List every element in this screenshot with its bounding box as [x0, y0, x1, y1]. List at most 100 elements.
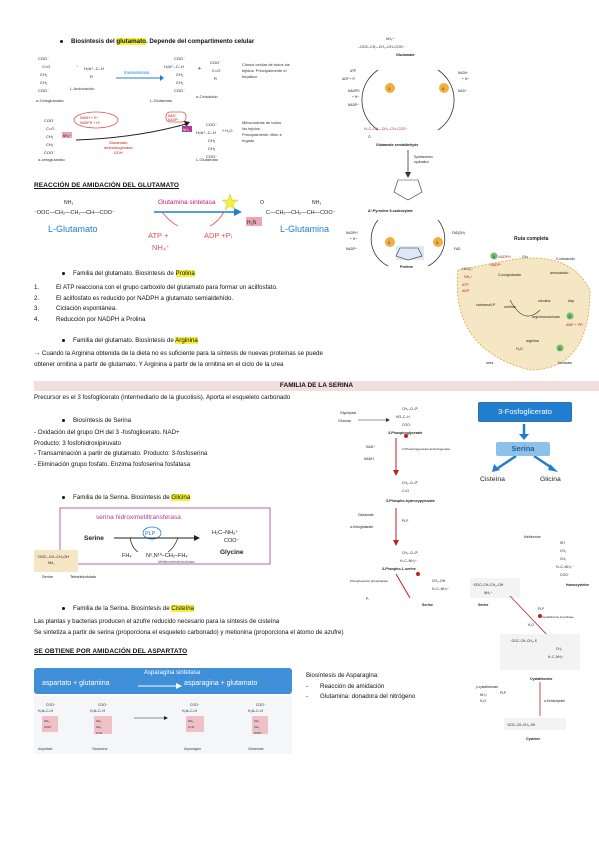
serina-intro: Precursor es el 3 fosfoglicerato (interm…: [34, 394, 291, 401]
svg-text:transaminasa: transaminasa: [124, 70, 150, 75]
svg-text:–OOC–CH₂–CH₂–CH–COO⁻: –OOC–CH₂–CH₂–CH–COO⁻: [358, 45, 405, 49]
svg-text:+: +: [76, 64, 79, 70]
svg-text:CH₂–O–Ⓟ: CH₂–O–Ⓟ: [402, 480, 419, 485]
svg-text:COO⁻: COO⁻: [210, 60, 221, 65]
svg-text:Phosphoserine phosphatase: Phosphoserine phosphatase: [350, 579, 388, 583]
svg-text:CH₂–O–Ⓟ: CH₂–O–Ⓟ: [402, 406, 419, 411]
svg-text:CH₂: CH₂: [46, 134, 54, 139]
serina-steps: - Oxidación del grupo OH del 3 -fosfogli…: [34, 429, 208, 468]
svg-text:CH₂: CH₂: [44, 719, 50, 723]
svg-text:SH: SH: [560, 541, 565, 545]
svg-text:ATP +: ATP +: [148, 231, 169, 240]
svg-text:COO⁻: COO⁻: [98, 703, 108, 707]
svg-text:COO⁻: COO⁻: [254, 731, 263, 735]
svg-text:CH₂: CH₂: [176, 80, 184, 85]
svg-text:C=O: C=O: [188, 725, 195, 729]
svg-text:C=O: C=O: [42, 64, 50, 69]
aspartato-title: SE OBTIENE POR AMIDACIÓN DEL ASPARTATO: [34, 648, 188, 655]
asparagina-side-title: Biosíntesis de Asparagina:: [306, 672, 379, 679]
svg-text:Cystathionine: Cystathionine: [530, 677, 553, 681]
svg-text:⁻OOC–CH–CH₂OH: ⁻OOC–CH–CH₂OH: [36, 555, 69, 559]
svg-text:Glutamate: Glutamate: [396, 53, 415, 57]
svg-text:Δ¹-Pyrroline 5-carboxylate: Δ¹-Pyrroline 5-carboxylate: [368, 209, 413, 213]
svg-text:COO⁻: COO⁻: [402, 423, 412, 427]
svg-text:NAD⁺: NAD⁺: [168, 114, 177, 118]
svg-text:CH₂: CH₂: [254, 719, 260, 723]
svg-text:+ H⁺: + H⁺: [350, 237, 357, 241]
cisteina-text: Las plantas y bacterias producen el azuf…: [34, 618, 344, 636]
svg-text:R: R: [90, 74, 93, 79]
fosfoglicerato-box: 3-Fosfoglicerato: [478, 402, 572, 422]
svg-text:H–C–NH₃⁺: H–C–NH₃⁺: [432, 587, 449, 591]
svg-text:HO–C–H: HO–C–H: [396, 415, 410, 419]
glicina-item: Familia de la Serina. Biosíntesis de Gli…: [62, 494, 191, 502]
svg-text:Serine: Serine: [478, 603, 488, 607]
svg-text:Tetrahidrofolato: Tetrahidrofolato: [70, 575, 96, 579]
svg-text:CH₂: CH₂: [40, 80, 48, 85]
svg-text:CH₂: CH₂: [188, 719, 194, 723]
svg-text:2-cetoácido: 2-cetoácido: [556, 257, 575, 261]
svg-text:H₃N–C–H: H₃N–C–H: [90, 709, 105, 713]
svg-text:3-Phosphoglycerate: 3-Phosphoglycerate: [388, 431, 422, 435]
row1-aa-label: L-Aminoácido: [70, 86, 95, 91]
svg-text:Asparagine: Asparagine: [184, 747, 201, 751]
svg-text:3: 3: [493, 254, 496, 259]
svg-text:L-Glutamato: L-Glutamato: [48, 224, 98, 234]
svg-text:Glutamate semialdehyde: Glutamate semialdehyde: [376, 143, 418, 147]
asparagina-side-item: -Glutamina: donadora del nitrógeno: [306, 693, 416, 700]
svg-text:4: 4: [442, 86, 445, 91]
svg-text:COO⁻: COO⁻: [38, 88, 49, 93]
svg-text:ATP: ATP: [462, 283, 469, 287]
svg-text:H₃N⁺–C–H: H₃N⁺–C–H: [84, 66, 104, 71]
svg-text:CH₂: CH₂: [96, 719, 102, 723]
svg-text:ATP: ATP: [350, 69, 357, 73]
svg-text:Methionine: Methionine: [524, 535, 541, 539]
svg-text:COO⁻: COO⁻: [256, 703, 266, 707]
glutamato-heading: Biosíntesis del glutamato. Depende del c…: [60, 38, 254, 46]
asparagine-arrow: [138, 683, 182, 689]
svg-text:HCO₃⁻: HCO₃⁻: [462, 267, 473, 271]
amidation-reaction: NH₃ ⁻OOC—CH₂—CH₂—CH—COO⁻ L-Glutamato Glu…: [34, 193, 336, 252]
svg-text:CH₂: CH₂: [176, 72, 184, 77]
svg-text:CH₂: CH₂: [560, 549, 567, 553]
svg-text:Glutamate: Glutamate: [358, 513, 374, 517]
svg-text:H₂N: H₂N: [247, 220, 257, 226]
svg-text:FAD(2H): FAD(2H): [452, 231, 465, 235]
svg-text:carbamoil-P: carbamoil-P: [476, 303, 496, 307]
svg-text:NH₃: NH₃: [64, 200, 73, 206]
prolina-step: 2.El acilfosfato es reducido por NADPH a…: [34, 294, 234, 302]
svg-text:Proline: Proline: [400, 265, 413, 269]
svg-text:R: R: [214, 76, 217, 81]
svg-text:NADH: NADH: [458, 71, 468, 75]
svg-text:C=O: C=O: [212, 68, 220, 73]
asparagina-side-item: -Reacción de amidación: [306, 682, 385, 690]
svg-text:NADH + H⁺: NADH + H⁺: [80, 116, 98, 120]
svg-text:CH₂: CH₂: [556, 647, 563, 651]
svg-text:Metilenotetrahidrofolato: Metilenotetrahidrofolato: [158, 560, 195, 564]
svg-text:H–C–CH₂–CH₂–CH–COO⁻: H–C–CH₂–CH₂–CH–COO⁻: [364, 127, 408, 131]
svg-text:⁻OOC–CH–CH₂–S: ⁻OOC–CH–CH₂–S: [510, 639, 537, 643]
svg-text:γ-cystathionase: γ-cystathionase: [476, 685, 498, 689]
svg-text:3-Phospho-L-serine: 3-Phospho-L-serine: [382, 567, 416, 571]
svg-text:H₂O: H₂O: [516, 347, 523, 351]
svg-text:Glu: Glu: [522, 255, 528, 259]
svg-text:3-Phospho-hydroxypyruvate: 3-Phospho-hydroxypyruvate: [386, 499, 435, 503]
svg-text:PLP: PLP: [145, 531, 156, 537]
row1-cetoacid-label: α-Cetoácido: [196, 94, 218, 99]
svg-text:CH₂: CH₂: [96, 725, 102, 729]
svg-text:NAD⁺: NAD⁺: [458, 89, 467, 93]
svg-text:PLP: PLP: [500, 691, 506, 695]
svg-text:H₃N–C–H: H₃N–C–H: [38, 709, 53, 713]
serine-pathway-diagram: Glycolysis Glucose CH₂–O–Ⓟ HO–C–H COO⁻ 3…: [338, 406, 451, 607]
serina-item: Biosíntesis de Serina: [62, 417, 131, 425]
svg-text:ADP +Pᵢ: ADP +Pᵢ: [204, 231, 232, 240]
svg-text:H₃N–C–H: H₃N–C–H: [182, 709, 197, 713]
svg-text:Glutamina sintetasa: Glutamina sintetasa: [158, 199, 216, 206]
svg-text:serina hidroximetiltransferasa: serina hidroximetiltransferasa: [96, 514, 181, 521]
svg-text:aminoácido: aminoácido: [550, 271, 568, 275]
cisteina-label: Cisteína: [480, 476, 505, 483]
svg-text:⁻OOC—CH₂—CH₂—CH—COO⁻: ⁻OOC—CH₂—CH₂—CH—COO⁻: [34, 210, 115, 216]
svg-text:+ H⁺: + H⁺: [462, 77, 469, 81]
